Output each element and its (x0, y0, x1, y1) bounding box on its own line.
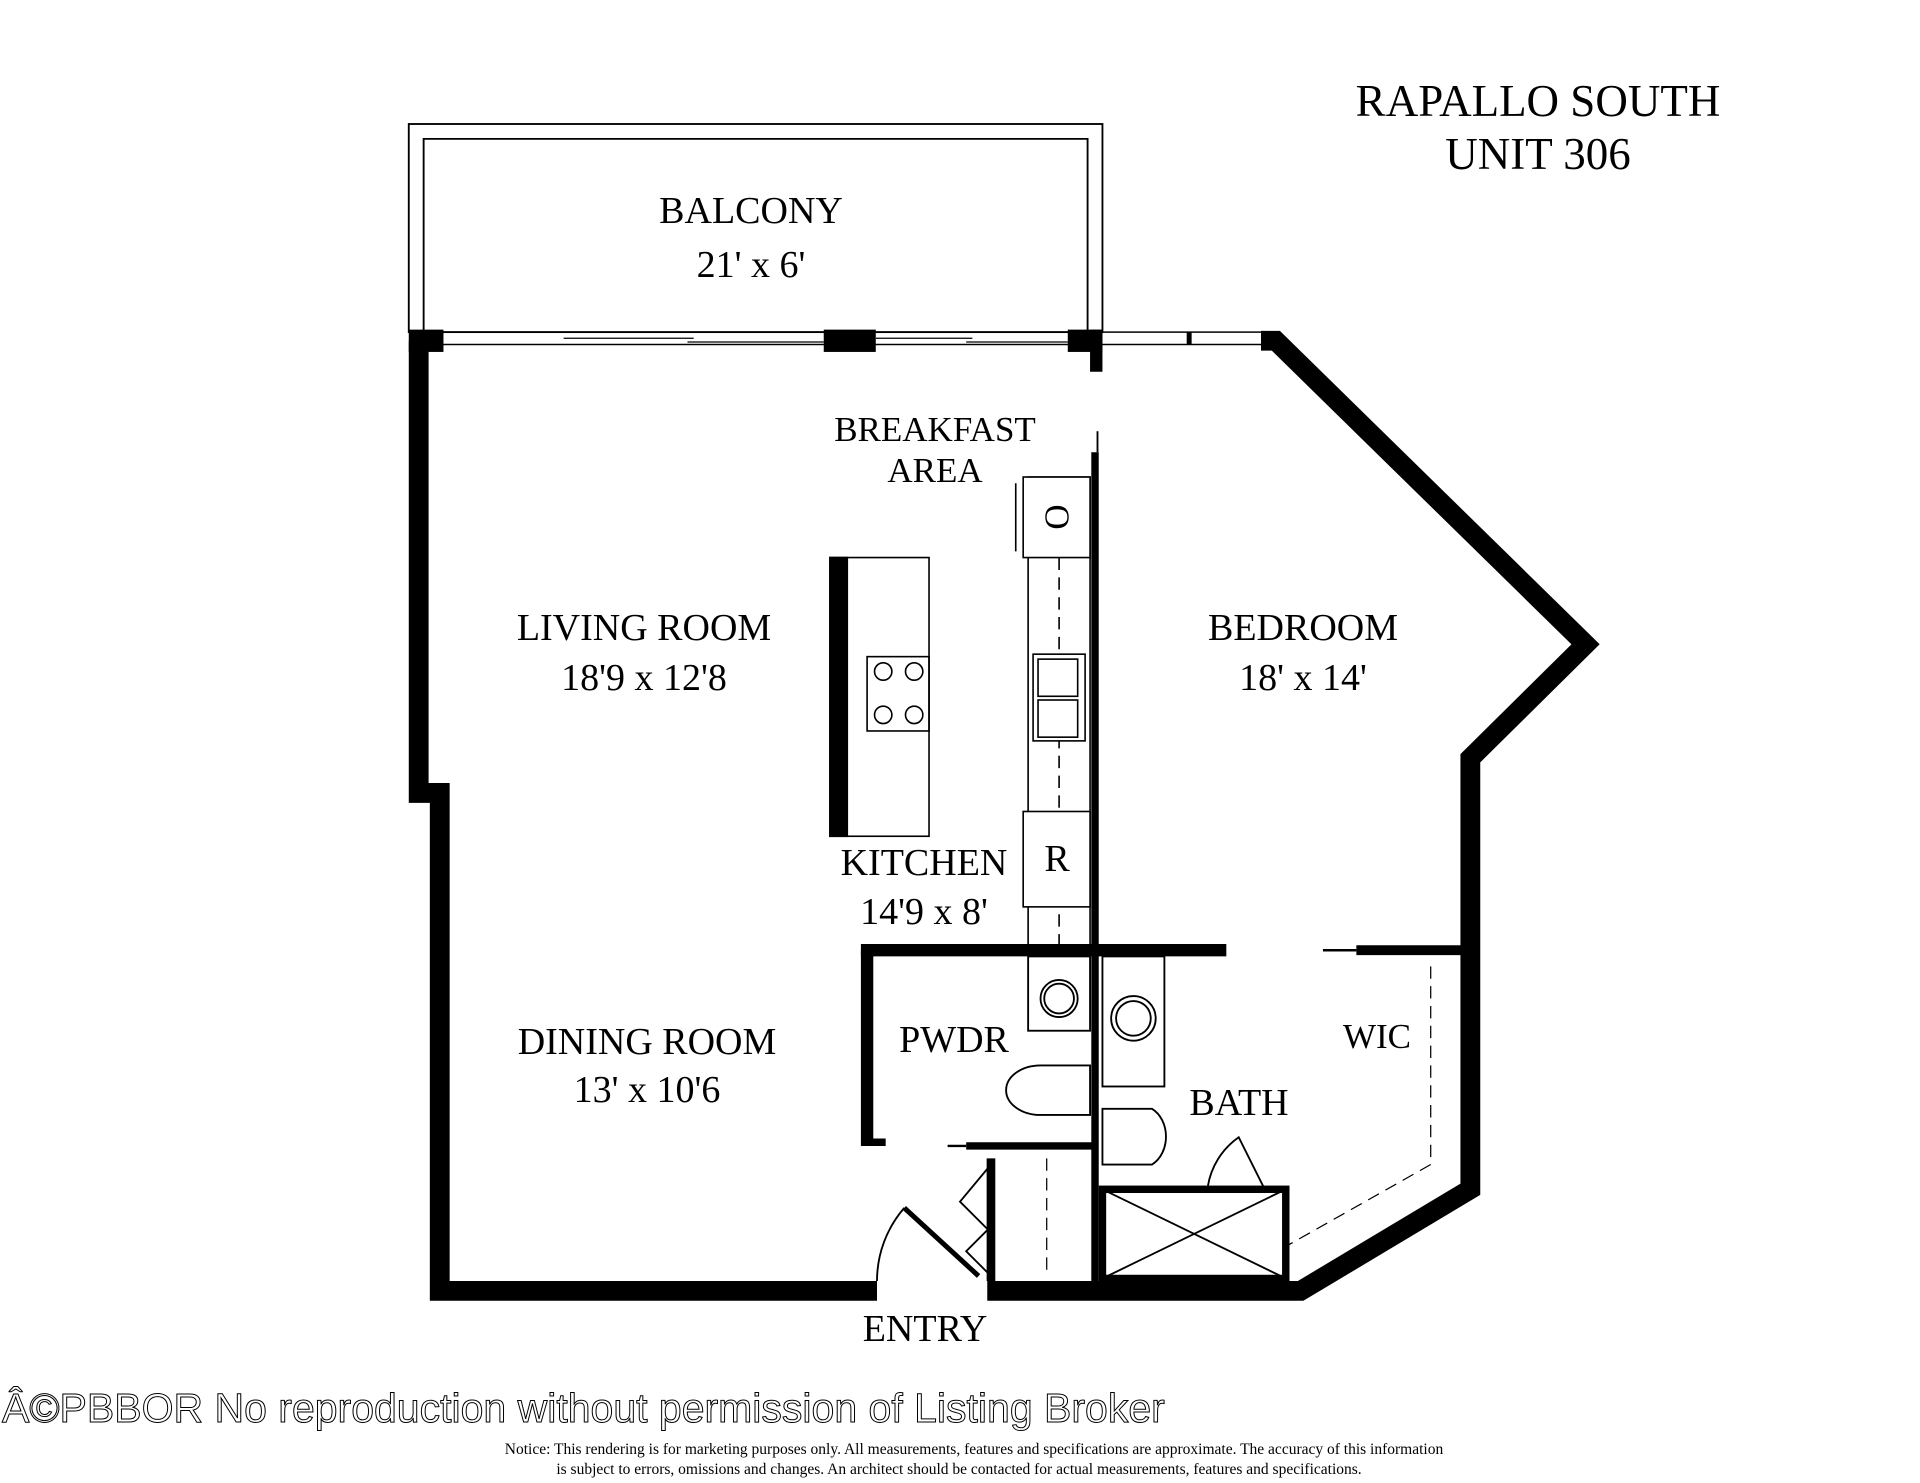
notice-line1: Notice: This rendering is for marketing … (504, 1441, 1444, 1458)
kitchen-size: 14'9 x 8' (860, 891, 988, 933)
kitchen-label: KITCHEN (840, 842, 1008, 884)
oven-label: O (1037, 504, 1077, 530)
wic-label: WIC (1342, 1017, 1412, 1056)
bedroom-size: 18' x 14' (1239, 657, 1367, 699)
living-room-label: LIVING ROOM (516, 607, 772, 649)
watermark: Â©PBBOR No reproduction without permissi… (2, 1385, 1166, 1431)
notice-line2: is subject to errors, omissions and chan… (556, 1461, 1362, 1478)
bath-fixtures (1005, 955, 1290, 1283)
dining-room-label: DINING ROOM (517, 1021, 777, 1063)
doors (876, 1135, 1265, 1281)
bath-label: BATH (1189, 1082, 1289, 1124)
kitchen-fixtures (829, 476, 1091, 949)
exterior-walls (408, 330, 1600, 1301)
balcony-label: BALCONY (659, 190, 843, 232)
dining-room-size: 13' x 10'6 (573, 1069, 721, 1111)
title-line1: RAPALLO SOUTH (1355, 76, 1721, 126)
entry-label: ENTRY (862, 1308, 988, 1350)
window-wall (408, 329, 1265, 372)
living-room-size: 18'9 x 12'8 (561, 657, 727, 699)
title-line2: UNIT 306 (1445, 129, 1631, 179)
refrigerator-label: R (1044, 838, 1070, 880)
breakfast-label: BREAKFAST (834, 410, 1036, 449)
powder-room-label: PWDR (899, 1019, 1009, 1061)
interior-walls (860, 431, 1471, 1281)
breakfast-label-2: AREA (887, 451, 983, 490)
bedroom-label: BEDROOM (1207, 607, 1399, 649)
balcony-size: 21' x 6' (696, 244, 806, 286)
